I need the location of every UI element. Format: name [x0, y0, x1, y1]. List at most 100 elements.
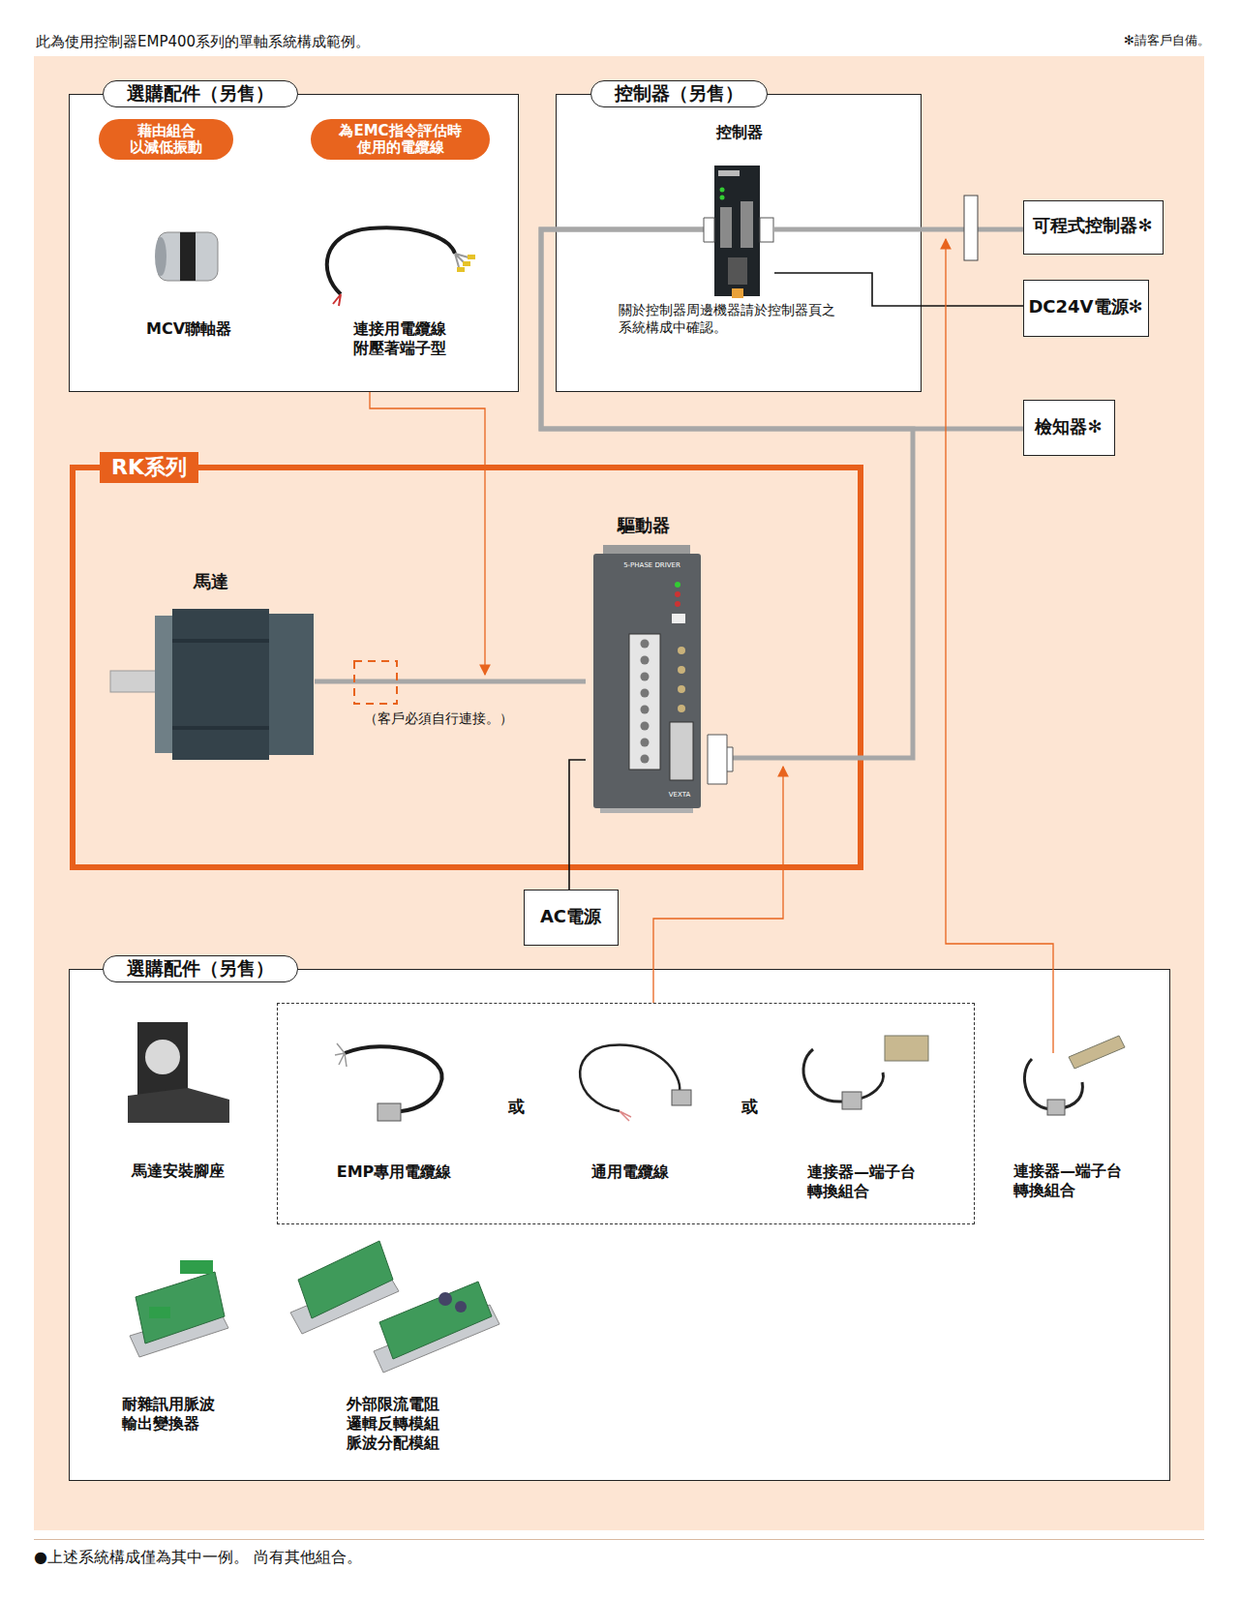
leader-line: [653, 766, 784, 1003]
motor-flange: [154, 615, 173, 754]
separator-rule: [33, 1539, 1205, 1541]
potentiometer: [677, 704, 686, 713]
leader-line: [369, 392, 485, 675]
coupling-bore: [154, 237, 167, 276]
part-name: 連接器—端子台 轉換組合: [807, 1162, 934, 1202]
signal-connector: [669, 722, 694, 781]
signal-cable: [774, 227, 1024, 233]
motor-fin: [172, 725, 270, 730]
driver-bracket: [600, 799, 694, 814]
mount-base: [127, 1088, 230, 1123]
terminal-block: [629, 634, 661, 770]
signal-cable: [541, 229, 913, 758]
diagram-title: 此為使用控制器EMP400系列的單軸系統構成範例。: [35, 32, 714, 52]
accessory-panel: 選購配件（另售）藉由組合 以減低振動為EMC指令評估時 使用的電纜線: [68, 93, 519, 393]
circuit-board: [135, 1271, 225, 1344]
driver-unit: 驅動器: [585, 514, 733, 811]
diagram-caption: ●上述系統構成僅為其中一例。 尚有其他組合。: [33, 1547, 712, 1568]
controller-port: [740, 201, 754, 248]
device-label: 可程式控制器✻: [1024, 214, 1162, 238]
device-label: AC電源: [524, 906, 617, 929]
product-series-frame: RK系列馬達驅動器: [69, 464, 864, 871]
crimp-terminal: [462, 261, 471, 267]
din-rail: [129, 1308, 229, 1358]
cable-drawing: [327, 227, 455, 295]
cable-drawing: [1024, 1058, 1083, 1110]
controller-plate: [718, 170, 740, 177]
power-terminal: [727, 257, 748, 285]
driver-bracket: [603, 544, 691, 557]
feature-badge: 藉由組合 以減低振動: [98, 119, 234, 160]
accessory-panel: 選購配件（另售）EMP專用電纜線或通用電纜線或連接器—端子台 轉換組合: [68, 968, 1171, 1482]
terminal-screw: [640, 722, 650, 731]
device-label: DC24V電源✻: [1024, 296, 1148, 319]
device-marking: VEXTA: [658, 790, 701, 800]
signal-cable: [314, 679, 586, 685]
power-source: AC電源: [523, 889, 619, 946]
dip-switch: [671, 613, 686, 624]
device-label: 檢知器✻: [1024, 416, 1114, 439]
series-heading: RK系列: [99, 452, 199, 484]
coupling-body: [157, 232, 218, 281]
circuit-board: [379, 1281, 492, 1360]
terminal-block: [884, 1035, 929, 1061]
terminal-screw: [640, 689, 650, 698]
part-name: EMP專用電纜線: [316, 1162, 472, 1182]
terminal-block: [1068, 1035, 1125, 1069]
controller-port: [720, 207, 732, 248]
device-marking: 5-PHASE DRIVER: [605, 561, 698, 571]
cable-connector: [842, 1091, 862, 1110]
panel-heading: 選購配件（另售）: [102, 955, 299, 983]
potentiometer: [677, 646, 686, 655]
motor-shaft: [110, 670, 157, 693]
motor-unit: 馬達: [106, 571, 315, 765]
potentiometer: [677, 665, 686, 674]
controller-panel: 控制器（另售）關於控制器周邊機器請於控制器頁之 系統構成中確認。控制器: [555, 93, 922, 393]
unit-label: 控制器: [694, 122, 785, 143]
status-led: [674, 601, 681, 607]
driver-body: [593, 553, 701, 809]
cable-wires: [454, 253, 469, 268]
customer-connection-mark: [354, 661, 397, 704]
terminal-connector: [149, 1306, 171, 1319]
status-led: [720, 195, 726, 201]
terminal-screw: [640, 639, 650, 649]
din-rail: [373, 1304, 500, 1373]
external-device: DC24V電源✻: [1023, 279, 1150, 337]
connector-plug: [703, 217, 715, 242]
power-wire: [774, 272, 1024, 306]
crimp-terminal: [456, 267, 465, 273]
cable-choice-group: EMP專用電纜線或通用電纜線或連接器—端子台 轉換組合: [276, 1002, 975, 1225]
controller-latch: [731, 288, 744, 299]
cable-connector: [671, 1089, 692, 1106]
cable-drawing: [579, 1045, 680, 1112]
panel-heading: 選購配件（另售）: [102, 80, 299, 108]
controller-unit: 控制器: [703, 120, 775, 301]
potentiometer: [677, 685, 686, 694]
terminal-screw: [640, 656, 650, 666]
terminal-screw: [640, 672, 650, 682]
leader-line: [945, 239, 1054, 1054]
mount-plate: [137, 1022, 188, 1102]
feature-badge: 為EMC指令評估時 使用的電纜線: [310, 119, 490, 160]
part-name: 通用電纜線: [552, 1162, 708, 1182]
power-wire: [569, 759, 586, 890]
note-text: （客戶必須自行連接。）: [363, 710, 577, 728]
cable-connector: [377, 1103, 401, 1121]
external-device: 可程式控制器✻: [1023, 200, 1164, 255]
connector-bar: [964, 195, 978, 261]
cable-wires: [619, 1111, 632, 1121]
mount-hole: [145, 1039, 181, 1075]
connector-group: [314, 229, 1024, 890]
connector-plug: [707, 734, 733, 785]
note-text: 關於控制器周邊機器請於控制器頁之 系統構成中確認。: [618, 302, 873, 336]
terminal-screw: [640, 755, 650, 764]
unit-label: 馬達: [106, 571, 315, 594]
footnote: ✻請客戶自備。: [1089, 32, 1210, 49]
connector-plug: [759, 217, 774, 242]
external-device: 檢知器✻: [1023, 399, 1116, 456]
motor-fin: [172, 638, 270, 643]
coupling-spacer: [180, 232, 196, 281]
